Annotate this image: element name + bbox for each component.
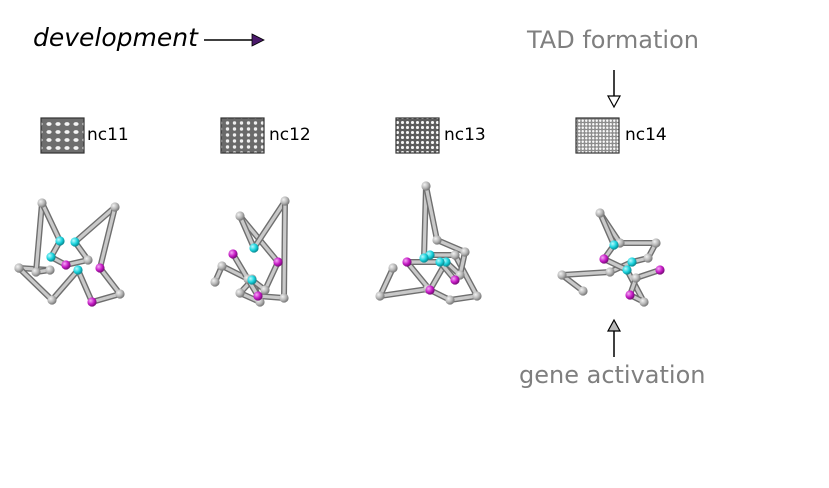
nuclei-image-nc13 [395,117,440,154]
polymer-bead-magenta [625,290,635,300]
polymer-bead-magenta [61,260,71,270]
polymer-bead [115,289,125,299]
polymer-bead-cyan [609,240,619,250]
polymer-bead [235,288,245,298]
polymer-bead-cyan [46,252,56,262]
polymer-bead-cyan [70,237,80,247]
chromatin-structure-nc14 [557,208,665,307]
polymer-bead-cyan [55,236,65,246]
tad-formation-label: TAD formation [527,26,699,54]
polymer-bead [45,265,55,275]
polymer-bead [421,181,431,191]
nuclei-image-nc14 [575,117,620,154]
polymer-bead [432,235,442,245]
polymer-bead [595,208,605,218]
polymer-bead-magenta [253,291,263,301]
polymer-bead [388,263,398,273]
polymer-bond-highlight [90,292,122,304]
tad-formation-arrow [606,70,622,109]
polymer-bond-highlight [73,205,117,244]
polymer-bead [260,285,270,295]
polymer-bond-highlight [252,199,287,250]
polymer-bead-magenta [655,265,665,275]
polymer-bead-magenta [599,254,609,264]
polymer-bead [445,295,455,305]
polymer-bead [279,293,289,303]
development-label: development [33,23,198,52]
polymer-bead [37,198,47,208]
polymer-bead-magenta [87,297,97,307]
gene-activation-arrow [606,318,622,357]
stage-label-nc11: nc11 [87,125,129,145]
polymer-bond-highlight [17,266,54,302]
polymer-bead-cyan [627,257,637,267]
polymer-bond-highlight [34,201,44,274]
polymer-bond-highlight [98,266,122,296]
polymer-bead [83,255,93,265]
development-arrow [204,33,265,47]
polymer-bead-cyan [249,243,259,253]
polymer-bead [235,211,245,221]
polymer-bond-highlight [76,268,94,304]
polymer-bead-magenta [228,249,238,259]
chromatin-structure-nc12 [210,196,290,307]
polymer-bead-cyan [622,265,632,275]
polymer-bead [217,261,227,271]
polymer-bond-highlight [598,211,616,247]
polymer-bead [605,267,615,277]
polymer-bead [631,273,641,283]
polymer-bond-highlight [378,266,395,298]
chromatin-structure-nc11 [14,198,125,307]
gene-activation-label: gene activation [519,361,706,389]
polymer-bead [210,277,220,287]
polymer-bead [460,247,470,257]
polymer-bond-highlight [238,214,256,250]
polymer-bead-magenta [450,275,460,285]
polymer-bond-highlight [50,268,80,302]
polymer-bead-cyan [435,257,445,267]
stage-label-nc12: nc12 [269,125,311,145]
polymer-bead-magenta [425,285,435,295]
polymer-bead-magenta [273,257,283,267]
polymer-bead [578,286,588,296]
polymer-bead-cyan [73,265,83,275]
nuclei-image-nc11 [40,117,85,154]
polymer-bead [31,267,41,277]
polymer-bead [639,297,649,307]
polymer-bead-cyan [419,253,429,263]
polymer-bond-highlight [453,253,479,298]
stage-label-nc13: nc13 [444,125,486,145]
polymer-bead-cyan [247,275,257,285]
polymer-bead [643,253,653,263]
polymer-bead-magenta [95,263,105,273]
polymer-bead [450,250,460,260]
polymer-bond-highlight [435,238,467,254]
nuclei-image-nc12 [220,117,265,154]
polymer-bond-highlight [424,184,439,242]
polymer-bond-highlight [282,199,287,300]
polymer-bead [472,291,482,301]
polymer-bead [110,202,120,212]
polymer-bond-highlight [231,252,260,298]
polymer-bond-highlight [98,205,117,270]
polymer-bead [280,196,290,206]
polymer-bond-highlight [378,287,430,298]
polymer-bond-highlight [263,260,280,292]
polymer-bead [47,295,57,305]
polymer-bead [557,270,567,280]
polymer-bead [651,238,661,248]
stage-label-nc14: nc14 [625,125,667,145]
polymer-bead [14,263,24,273]
polymer-bond-highlight [40,201,62,243]
polymer-bead [375,291,385,301]
polymer-bond-highlight [560,270,612,277]
chromatin-structure-nc13 [375,181,482,305]
polymer-bead-magenta [402,257,412,267]
